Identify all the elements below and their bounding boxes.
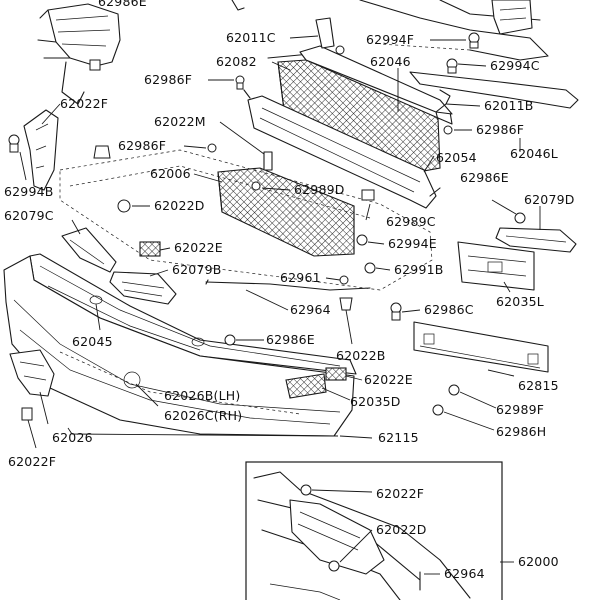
clip-62022b [339,297,353,311]
label-62026b: 62026B(LH) [164,388,240,403]
label-62115: 62115 [378,430,419,445]
bolt-62989c [361,189,375,201]
label-62045: 62045 [72,334,113,349]
part-labels: 62986E 62011C 62994F 62082 62046 62994C … [4,0,575,581]
bolt-62994b [8,134,20,153]
label-62986f-b: 62986F [118,138,166,153]
clip-62022f-bottom [21,407,33,421]
label-62079c: 62079C [4,208,54,223]
assembled-bumper-inset [245,461,503,600]
mesh-62035d [285,373,327,399]
label-62986e-top: 62986E [98,0,147,9]
label-62022f-left: 62022F [60,96,108,111]
bolt-62991b [364,262,376,274]
clip-62022e-a [139,241,161,257]
bolt-62994e [356,234,368,246]
bracket-plate-62035l [457,241,535,291]
label-62026: 62026 [52,430,93,445]
label-62035d: 62035D [350,394,401,409]
upper-left-bracket [37,3,121,105]
label-62961: 62961 [280,270,321,285]
label-62035l: 62035L [496,294,544,309]
label-62046l: 62046L [510,146,558,161]
clip-fastener [89,59,101,71]
bumper-cover-62115 [3,255,355,437]
air-duct-62079b [109,271,177,305]
label-62011c: 62011C [226,30,276,45]
bolt-62986e-right [514,212,526,224]
upper-right-support [231,0,549,61]
label-62991b: 62991B [394,262,444,277]
left-side-bracket [23,109,59,191]
label-62046: 62046 [370,54,411,69]
label-62986f-c: 62986F [476,122,524,137]
strip-62011c [315,17,335,49]
leader-lines [19,35,541,575]
bolt-62986f-a [235,75,245,90]
lower-grille-62006 [217,167,355,257]
bumper-reinforcement [59,149,433,291]
license-plate-bracket-62815 [413,321,549,373]
label-62815: 62815 [518,378,559,393]
label-62079d: 62079D [524,192,575,207]
fog-lamp-hole [123,371,141,389]
label-62986e-right: 62986E [460,170,509,185]
label-62054: 62054 [436,150,477,165]
bolt-62989d [251,181,261,191]
right-bracket-62079d [495,227,577,253]
label-62964-inset: 62964 [444,566,485,581]
label-62082: 62082 [216,54,257,69]
label-62994f-top: 62994F [366,32,414,47]
clip-62022e-b [325,367,347,381]
bolt-62986f-c [443,125,453,135]
clip-62022f-left [93,145,111,159]
label-62986e-mid: 62986E [266,332,315,347]
label-62022d-mid: 62022D [154,198,205,213]
bolt-62986h [432,404,444,416]
grille-frame-62054 [243,89,441,209]
bolt-62986f-b [207,143,217,153]
bolt-top-center [335,45,345,55]
top-garnish-62046 [299,45,453,115]
bolt-62994c [446,58,458,74]
lower-spoiler-62026 [9,349,55,397]
label-62022m: 62022M [154,114,206,129]
label-62000: 62000 [518,554,559,569]
label-62994b: 62994B [4,184,54,199]
label-62994c: 62994C [490,58,540,73]
label-62989d: 62989D [294,182,345,197]
bolt-62961 [339,275,349,285]
air-duct-62079c [61,227,117,273]
bolt-62994f [468,32,480,49]
label-62989f: 62989F [496,402,544,417]
label-62964-mid: 62964 [290,302,331,317]
label-62006: 62006 [150,166,191,181]
label-62989c: 62989C [386,214,436,229]
label-62986c: 62986C [424,302,474,317]
label-62079b: 62079B [172,262,222,277]
side-moulding-62046l [409,71,579,109]
bolt-62989f [448,384,460,396]
label-62022f-bottom: 62022F [8,454,56,469]
clip-62022d-mid [117,199,131,213]
clip-62022m [263,151,273,171]
label-62022b: 62022B [336,348,386,363]
label-62022e-b: 62022E [364,372,413,387]
label-62986h: 62986H [496,424,546,439]
label-62022e-a: 62022E [174,240,223,255]
fasteners [8,32,526,421]
label-62026c: 62026C(RH) [164,408,242,423]
bolt-62986e-mid [224,334,236,346]
wire-62964 [205,279,371,291]
label-62022d-inset: 62022D [376,522,427,537]
label-62022f-inset: 62022F [376,486,424,501]
bolt-62986c [390,302,402,321]
label-62986f-a: 62986F [144,72,192,87]
label-62011b: 62011B [484,98,534,113]
label-62994e: 62994E [388,236,437,251]
